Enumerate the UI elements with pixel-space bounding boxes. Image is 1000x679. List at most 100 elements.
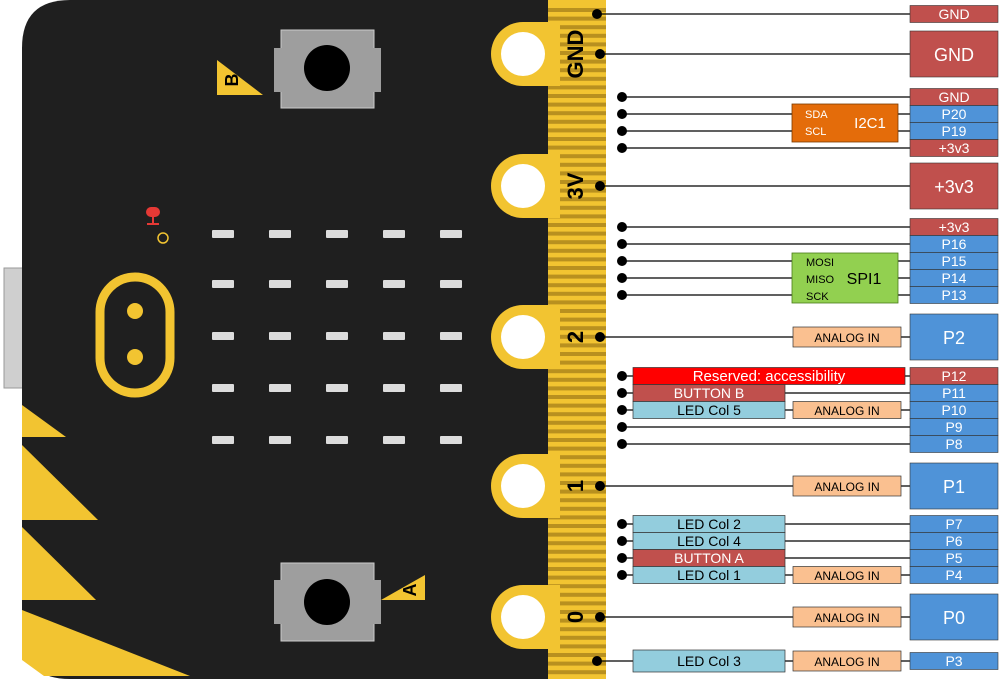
edge-finger <box>548 214 606 219</box>
pad-hole-v3 <box>501 164 545 208</box>
mic-led-icon <box>157 232 169 244</box>
logo-dot-bottom <box>127 349 143 365</box>
pin-label: P7 <box>945 516 962 532</box>
pin-label: P19 <box>942 123 967 139</box>
function-led-col-4-label: LED Col 4 <box>677 533 741 549</box>
edge-finger <box>548 584 606 589</box>
analog-in-box <box>792 475 902 497</box>
pin-dot <box>617 222 627 232</box>
pin-dot <box>595 481 605 491</box>
edge-finger <box>548 343 606 348</box>
pin-dot <box>617 109 627 119</box>
pin-label-box <box>909 652 999 670</box>
analog-in-box-label: ANALOG IN <box>814 404 879 418</box>
edge-finger <box>548 76 606 81</box>
analog-in-box <box>792 566 902 584</box>
edge-finger <box>548 352 606 356</box>
button-a-cap[interactable] <box>304 579 350 625</box>
pin-dot <box>595 181 605 191</box>
pin-label: P1 <box>943 477 965 497</box>
edge-finger <box>548 635 606 640</box>
pin-labels: GNDGNDGNDP20P19+3v3+3v3+3v3P16P15P14P13P… <box>909 5 999 670</box>
button-b-label-tag <box>217 60 263 95</box>
edge-finger <box>548 627 606 632</box>
pad-hole-p0 <box>501 595 545 639</box>
logo-dot-top <box>127 303 143 319</box>
analog-in-box <box>792 650 902 672</box>
logo-icon <box>95 272 175 398</box>
pin-dot <box>617 536 627 546</box>
edge-finger <box>548 420 606 425</box>
edge-finger <box>548 498 606 503</box>
led <box>269 436 291 444</box>
button-a[interactable] <box>274 562 381 642</box>
pin-label-box <box>909 162 999 210</box>
edge-finger <box>548 51 606 55</box>
function-led-col-5 <box>632 401 786 419</box>
function-button-b-label: BUTTON B <box>674 385 745 401</box>
edge-finger <box>548 274 606 279</box>
spi-title: SPI1 <box>847 271 882 288</box>
function-led-col-5-label: LED Col 5 <box>677 402 741 418</box>
analog-in-box-label: ANALOG IN <box>814 331 879 345</box>
pin-label: P12 <box>942 368 967 384</box>
edge-finger <box>548 592 606 597</box>
edge-finger <box>548 558 606 563</box>
edge-finger <box>548 506 606 511</box>
analog-in-box-label: ANALOG IN <box>814 611 879 625</box>
edge-finger <box>548 575 606 580</box>
edge-finger <box>548 549 606 554</box>
pin-label-box <box>909 435 999 453</box>
analog-in-box <box>792 401 902 419</box>
analog-in-box <box>792 606 902 628</box>
pin-label-box <box>909 30 999 78</box>
pin-dot <box>617 405 627 415</box>
function-led-col-3-label: LED Col 3 <box>677 653 741 669</box>
edge-finger <box>548 489 606 494</box>
pin-dot <box>617 519 627 529</box>
pin-label: P16 <box>942 236 967 252</box>
button-b-cap[interactable] <box>304 45 350 91</box>
edge-finger <box>548 137 606 141</box>
edge-finger <box>548 567 606 571</box>
analog-in-box <box>792 326 902 348</box>
led <box>383 332 405 340</box>
led <box>440 332 462 340</box>
i2c-title: I2C1 <box>854 115 886 132</box>
edge-finger <box>548 8 606 12</box>
button-a-label-tag <box>381 575 425 600</box>
edge-finger <box>548 162 606 167</box>
led <box>440 280 462 288</box>
edge-finger <box>548 59 606 64</box>
microphone-icon <box>146 207 160 217</box>
pad-hole-p1 <box>501 464 545 508</box>
pin-label: +3v3 <box>939 219 970 235</box>
pad-hole-p2 <box>501 315 545 359</box>
edge-finger <box>548 283 606 288</box>
pin-dot <box>617 92 627 102</box>
led <box>212 230 234 238</box>
pad-hole-gnd <box>501 32 545 76</box>
spi-signal: MISO <box>806 274 835 286</box>
edge-finger <box>548 145 606 150</box>
function-led-col-1-label: LED Col 1 <box>677 567 741 583</box>
pin-label: P11 <box>942 385 966 401</box>
edge-finger <box>548 171 606 176</box>
edge-finger <box>548 154 606 159</box>
pin-label: GND <box>938 6 969 22</box>
edge-finger <box>548 257 606 262</box>
edge-finger <box>548 395 606 399</box>
edge-finger <box>548 25 606 30</box>
edge-finger <box>548 360 606 365</box>
led <box>269 230 291 238</box>
led <box>212 436 234 444</box>
led <box>383 436 405 444</box>
edge-finger <box>548 291 606 296</box>
led <box>269 332 291 340</box>
pin-label: P2 <box>943 328 965 348</box>
button-b[interactable] <box>274 29 381 109</box>
pin-dot <box>617 388 627 398</box>
edge-finger <box>548 240 606 245</box>
